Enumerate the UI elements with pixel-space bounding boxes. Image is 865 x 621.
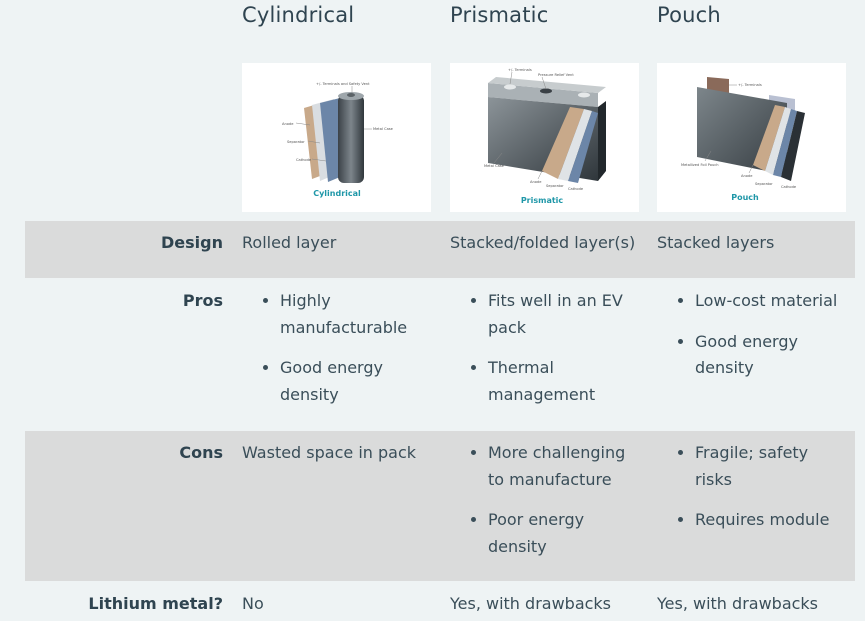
- row-label-cons: Cons: [179, 443, 223, 462]
- list-item: Good energy density: [280, 355, 437, 408]
- row-label-lithium-metal: Lithium metal?: [88, 594, 223, 613]
- prismatic-caption: Prismatic: [521, 196, 564, 205]
- list-item: Fits well in an EV pack: [488, 288, 645, 341]
- list-item: Good energy density: [695, 329, 815, 382]
- column-heading-cylindrical: Cylindrical: [242, 3, 355, 27]
- list-item: Thermal management: [488, 355, 645, 408]
- label-separator: Separator: [546, 184, 564, 188]
- prismatic-cell-image: +/- Terminals Pressure Relief Vent Metal…: [450, 63, 639, 212]
- list-item: Low-cost material: [695, 288, 862, 315]
- design-cylindrical: Rolled layer: [242, 233, 337, 252]
- design-prismatic: Stacked/folded layer(s): [450, 233, 636, 252]
- label-terminals: +/- Terminals: [738, 83, 762, 87]
- lithium-cylindrical: No: [242, 594, 264, 613]
- label-metal-case: Metal Case: [484, 164, 505, 168]
- column-heading-pouch: Pouch: [657, 3, 721, 27]
- design-pouch: Stacked layers: [657, 233, 775, 252]
- pouch-cell-image: +/- Terminals Metallized Foil Pouch Anod…: [657, 63, 846, 212]
- cylindrical-cell-image: +/- Terminals and Safety Vent Anode Sepa…: [242, 63, 431, 212]
- label-anode: Anode: [282, 122, 294, 126]
- cons-row-band: [25, 431, 855, 581]
- label-pressure-vent: Pressure Relief Vent: [538, 73, 574, 77]
- list-item: Requires module: [695, 507, 852, 534]
- label-cathode: Cathode: [296, 158, 312, 162]
- label-foil-pouch: Metallized Foil Pouch: [681, 163, 719, 167]
- pouch-caption: Pouch: [731, 193, 759, 202]
- list-item: Poor energy density: [488, 507, 608, 560]
- cons-prismatic: More challenging to manufacture Poor ene…: [450, 440, 645, 574]
- label-cathode: Cathode: [568, 187, 584, 191]
- pros-pouch: Low-cost material Good energy density: [657, 288, 862, 396]
- list-item: Highly manufacturable: [280, 288, 437, 341]
- row-label-pros: Pros: [182, 291, 223, 310]
- column-heading-prismatic: Prismatic: [450, 3, 549, 27]
- label-terminals: +/- Terminals: [508, 68, 532, 72]
- cons-cylindrical: Wasted space in pack: [242, 443, 417, 462]
- cons-pouch: Fragile; safety risks Requires module: [657, 440, 852, 548]
- pros-cylindrical: Highly manufacturable Good energy densit…: [242, 288, 437, 422]
- label-anode: Anode: [530, 180, 542, 184]
- label-separator: Separator: [755, 182, 773, 186]
- row-label-design: Design: [161, 233, 223, 252]
- label-separator: Separator: [287, 140, 305, 144]
- lithium-pouch: Yes, with drawbacks: [657, 594, 819, 613]
- label-anode: Anode: [741, 174, 753, 178]
- lithium-prismatic: Yes, with drawbacks: [450, 594, 612, 613]
- pros-prismatic: Fits well in an EV pack Thermal manageme…: [450, 288, 645, 422]
- cylindrical-caption: Cylindrical: [313, 189, 361, 198]
- design-row-band: [25, 221, 855, 278]
- label-cathode: Cathode: [781, 185, 797, 189]
- list-item: More challenging to manufacture: [488, 440, 645, 493]
- label-terminals-vent: +/- Terminals and Safety Vent: [316, 82, 370, 86]
- list-item: Fragile; safety risks: [695, 440, 820, 493]
- label-metal-case: Metal Case: [373, 127, 394, 131]
